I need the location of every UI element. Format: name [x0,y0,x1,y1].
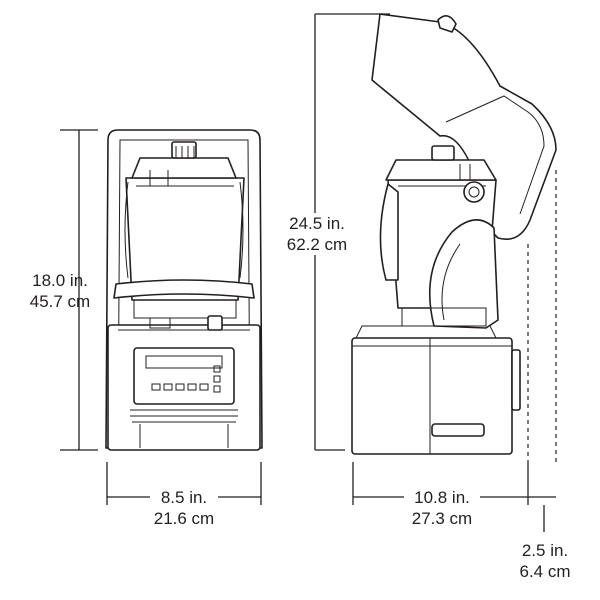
lid-clearance-inches: 2.5 in. [521,541,569,560]
front-height-inches: 18.0 in. [32,271,88,290]
lid-clearance-cm: 6.4 cm [519,562,571,581]
side-swing-arm [428,219,499,329]
front-width-inches: 8.5 in. [160,488,208,507]
side-hinge-pivot [463,181,485,203]
front-width-cm: 21.6 cm [153,509,215,528]
front-height-cm: 45.7 cm [29,292,91,311]
front-view-blender [105,129,263,451]
side-depth-cm: 27.3 cm [411,509,473,528]
front-control-buttons [151,365,221,393]
side-height-inches: 24.5 in. [289,214,345,233]
side-view-blender [351,13,557,455]
side-height-label: 24.5 in. 62.2 cm [274,213,360,255]
front-height-label: 18.0 in. 45.7 cm [20,270,100,312]
side-open-enclosure-lid [371,13,557,240]
side-jar-handle [379,183,399,281]
side-depth-inches: 10.8 in. [414,488,470,507]
side-height-cm: 62.2 cm [286,235,348,254]
front-height-dimension-line [60,129,98,451]
front-lid [131,157,237,179]
side-depth-label: 10.8 in. 27.3 cm [402,487,482,529]
front-display [145,355,223,369]
side-depth-dimension-line [352,462,529,505]
side-lid-knob [437,15,457,33]
side-base-handle [431,423,485,437]
front-handle-band [113,279,255,299]
lid-clearance-label: 2.5 in. 6.4 cm [505,540,585,582]
front-width-label: 8.5 in. 21.6 cm [144,487,224,529]
front-lid-cap [171,141,197,159]
lid-clearance-dimension-line [527,170,557,532]
front-width-dimension-line [106,462,262,505]
side-base [351,337,513,455]
side-jar-lid [385,159,497,181]
